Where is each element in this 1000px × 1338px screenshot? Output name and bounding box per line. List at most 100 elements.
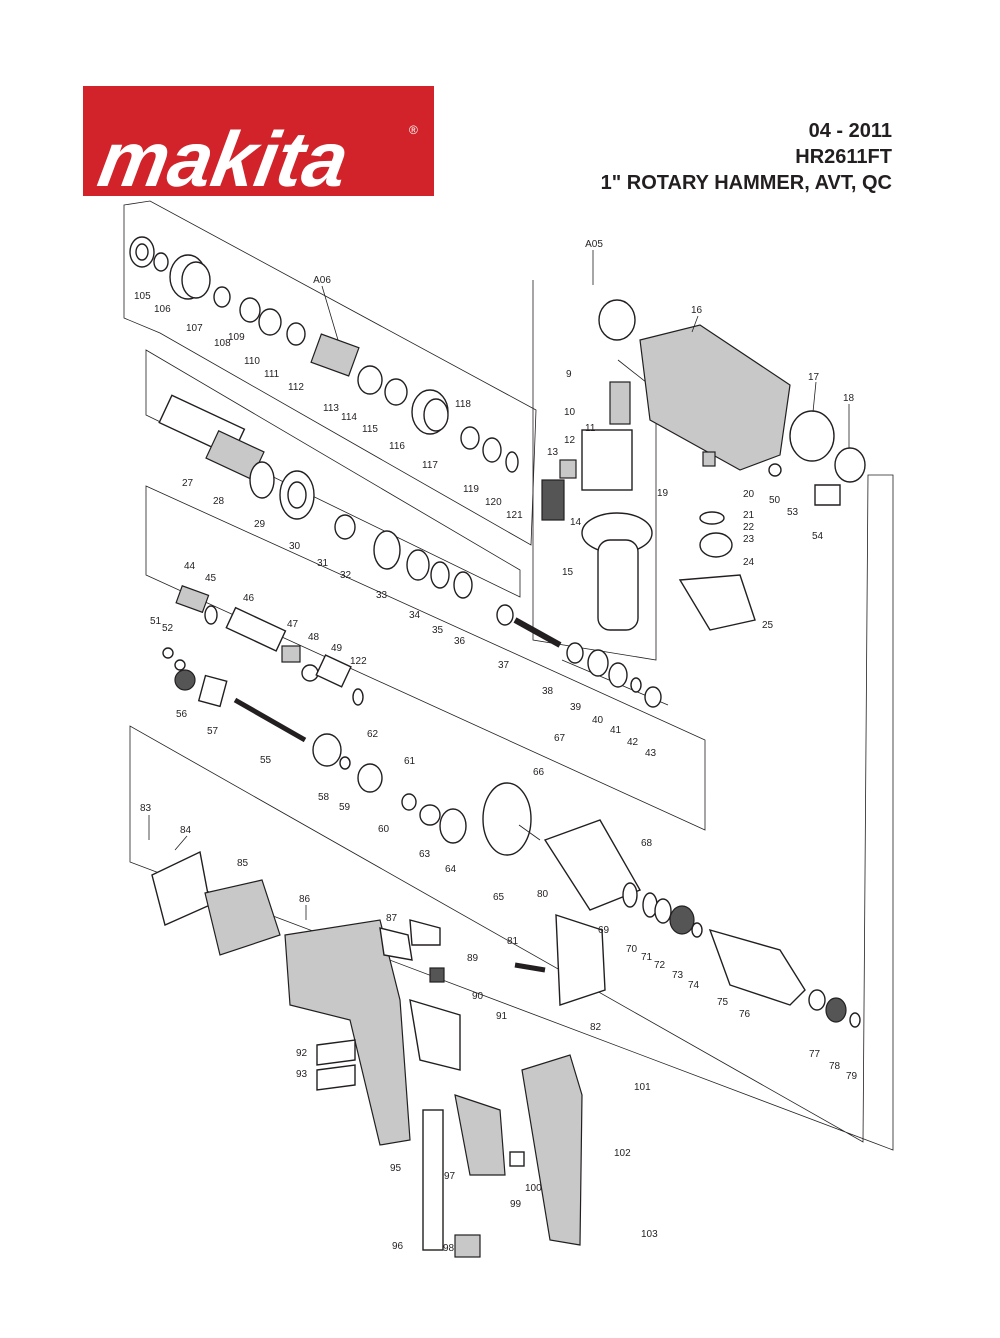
part-label: 93 (296, 1069, 308, 1080)
part-label: 79 (846, 1071, 858, 1082)
part-label: 92 (296, 1048, 308, 1059)
part-label: 75 (717, 997, 729, 1008)
part-label: 33 (376, 590, 388, 601)
part-label: 98 (443, 1243, 455, 1254)
part-label: 81 (507, 936, 519, 947)
part-label: 51 (150, 616, 162, 627)
part-label: 71 (641, 952, 653, 963)
part-label: 66 (533, 767, 545, 778)
header-model: HR2611FT (795, 146, 892, 168)
part-label: 82 (590, 1022, 602, 1033)
part-label: 76 (739, 1009, 751, 1020)
group-outline-cylinder (145, 349, 521, 598)
part-label: 48 (308, 632, 320, 643)
leader-lines (148, 250, 850, 920)
part-label: 116 (389, 441, 405, 452)
part-label: 91 (496, 1011, 508, 1022)
part-label: 85 (237, 858, 249, 869)
part-label: 20 (743, 489, 755, 500)
part-label: 80 (537, 889, 549, 900)
header-title: 1" ROTARY HAMMER, AVT, QC (600, 172, 892, 194)
part-label: 56 (176, 709, 188, 720)
part-label: 24 (743, 557, 755, 568)
assembly-label-a05: A05 (585, 239, 603, 250)
part-group-gear (162, 585, 662, 844)
part-group-motor (151, 782, 861, 1028)
part-label: 49 (331, 643, 343, 654)
part-label: 41 (610, 725, 622, 736)
part-label: 105 (134, 291, 151, 302)
part-label: 34 (409, 610, 421, 621)
part-label: 16 (691, 305, 703, 316)
part-label: 69 (598, 925, 610, 936)
part-label: 113 (323, 403, 339, 414)
part-label: 111 (264, 369, 280, 380)
part-group-a06 (129, 236, 519, 473)
part-label: 70 (626, 944, 638, 955)
part-label: 97 (444, 1171, 456, 1182)
part-label: 45 (205, 573, 217, 584)
header-date: 04 - 2011 (808, 120, 892, 142)
part-label: 22 (743, 522, 755, 533)
part-label: 96 (392, 1241, 404, 1252)
part-label: 106 (154, 304, 171, 315)
part-label: 42 (627, 737, 639, 748)
part-label: 84 (180, 825, 192, 836)
part-label: 83 (140, 803, 152, 814)
part-label: 57 (207, 726, 219, 737)
part-label: 112 (288, 382, 304, 393)
part-label: 43 (645, 748, 657, 759)
part-label: 31 (317, 558, 329, 569)
part-label: 25 (762, 620, 774, 631)
part-label: 9 (566, 369, 572, 380)
part-label: 40 (592, 715, 604, 726)
part-label: 90 (472, 991, 484, 1002)
part-group-a05 (541, 299, 866, 631)
part-label: 77 (809, 1049, 821, 1060)
svg-text:makita: makita (92, 116, 355, 196)
part-label: 119 (463, 484, 479, 495)
part-label: 17 (808, 372, 820, 383)
part-label: 11 (585, 423, 596, 434)
part-label: 74 (688, 980, 700, 991)
part-label: 52 (162, 623, 174, 634)
part-label: 109 (228, 332, 245, 343)
part-label: 21 (743, 510, 755, 521)
part-label: 117 (422, 460, 438, 471)
part-label: 121 (506, 510, 523, 521)
group-outline-motor (129, 474, 894, 1151)
part-label: 39 (570, 702, 582, 713)
part-label: 72 (654, 960, 666, 971)
part-label: 68 (641, 838, 653, 849)
part-label: 64 (445, 864, 457, 875)
part-label: 46 (243, 593, 255, 604)
part-label: 122 (350, 656, 367, 667)
part-label: 14 (570, 517, 582, 528)
part-label: 59 (339, 802, 351, 813)
part-label: 55 (260, 755, 272, 766)
part-label: 58 (318, 792, 330, 803)
part-label: 37 (498, 660, 510, 671)
part-label: 28 (213, 496, 225, 507)
part-label: 32 (340, 570, 352, 581)
part-label: 12 (564, 435, 576, 446)
part-label: 15 (562, 567, 574, 578)
svg-text:®: ® (409, 123, 418, 137)
part-label: 89 (467, 953, 479, 964)
part-label: 54 (812, 531, 824, 542)
part-label: 50 (769, 495, 781, 506)
part-group-housing (284, 919, 583, 1258)
part-group-cylinder (158, 394, 473, 599)
part-label: 35 (432, 625, 444, 636)
part-label: 110 (244, 356, 260, 367)
group-outline-gear (145, 485, 706, 831)
part-label: 27 (182, 478, 194, 489)
part-label: 73 (672, 970, 684, 981)
group-outline-housing (532, 280, 657, 661)
part-label: 63 (419, 849, 431, 860)
part-label: 108 (214, 338, 231, 349)
part-labels: A06 A05 105 106 107 108 109 110 111 112 … (134, 239, 858, 1254)
part-label: 100 (525, 1183, 542, 1194)
part-label: 61 (404, 756, 416, 767)
